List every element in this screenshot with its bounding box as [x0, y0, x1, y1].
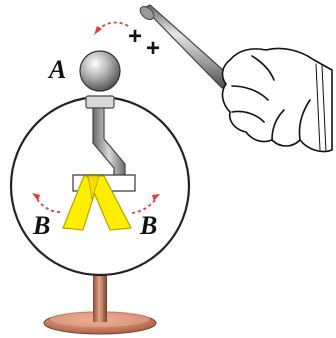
label-leaf-left: B	[32, 211, 50, 240]
stand	[43, 262, 157, 335]
label-leaf-right: B	[139, 211, 157, 240]
stand-pole	[93, 266, 107, 322]
leaf-overlap	[87, 175, 100, 201]
label-knob: A	[47, 55, 66, 84]
arrow-top	[97, 21, 129, 31]
gold-leaves	[62, 175, 132, 231]
arrow-right	[131, 198, 157, 214]
arrows	[32, 21, 160, 214]
charge-sign-1: +	[128, 23, 142, 50]
metal-knob	[79, 50, 121, 92]
hand-icon	[221, 47, 333, 153]
charge-sign-2: +	[146, 35, 160, 62]
insulator-cap	[85, 95, 115, 109]
